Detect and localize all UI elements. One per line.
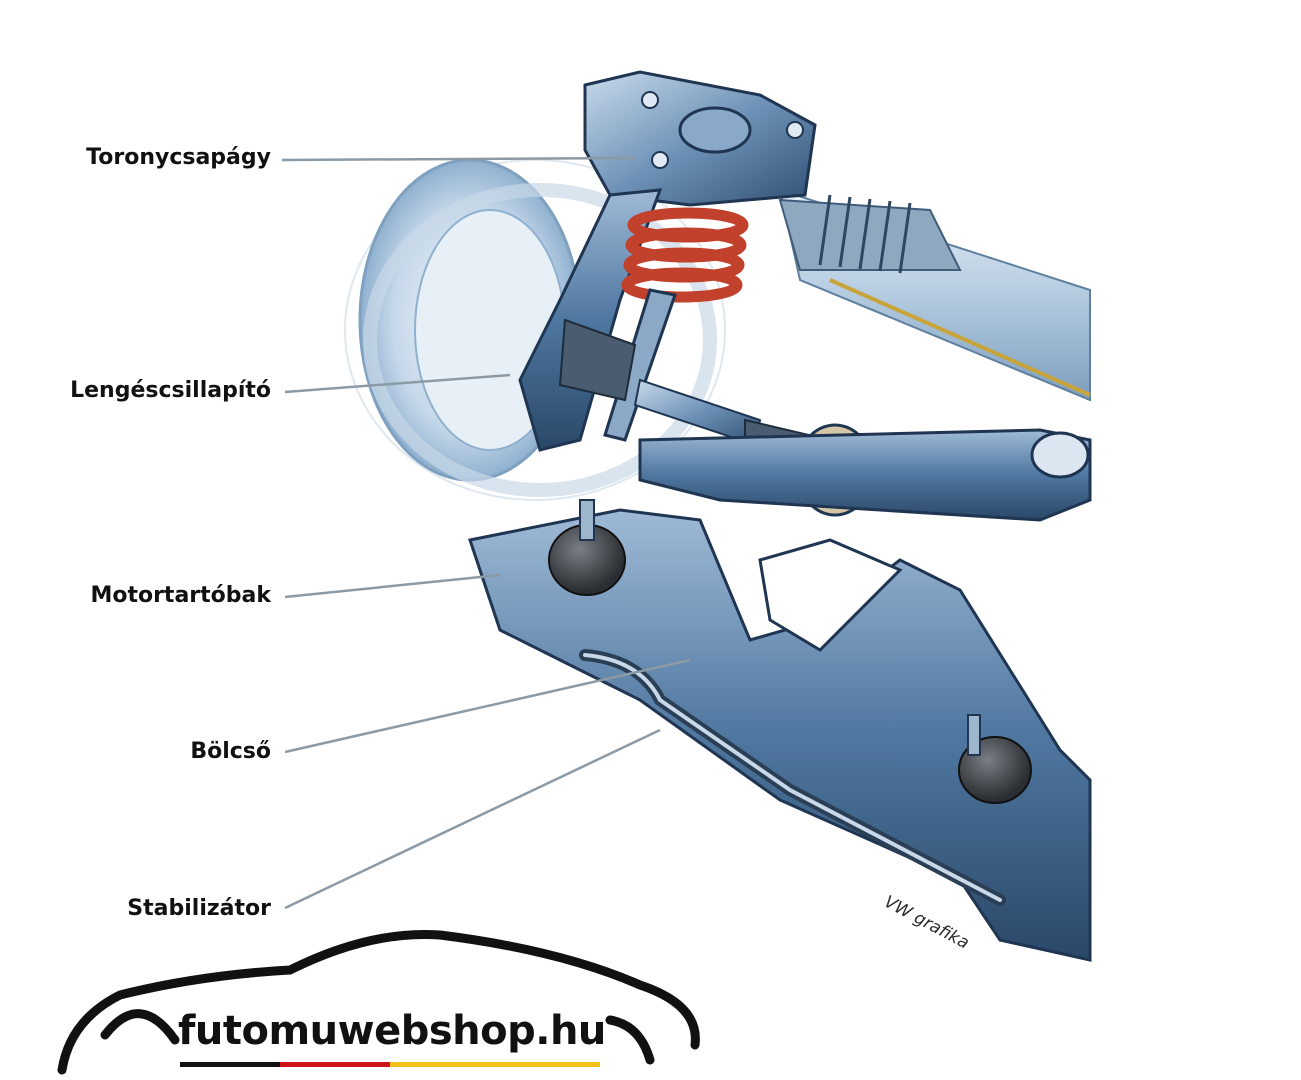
steering-knuckle (518, 188, 663, 452)
coil-spring (621, 207, 749, 303)
label-stabilizator: Stabilizátor (127, 896, 271, 921)
lower-control-arm (468, 508, 1092, 962)
label-lengescsillapito: Lengéscsillapító (70, 378, 271, 403)
logo-stripe (180, 1062, 600, 1067)
label-motortartobak: Motortartóbak (90, 583, 271, 608)
brand-logo-text: futomuwebshop.hu (178, 1008, 606, 1054)
leader-line-bolcso (284, 658, 691, 754)
stabilizer-bar (579, 649, 1006, 906)
engine-mount (548, 499, 1032, 804)
logo-car-silhouette (57, 929, 700, 1075)
steering-rack (778, 188, 1091, 402)
label-bolcso: Bölcső (190, 739, 271, 764)
leader-line-stabilizator (284, 728, 661, 910)
leader-line-lengescsillapito (284, 373, 511, 394)
subframe-rear (638, 428, 1092, 522)
leader-line-toronycsapagy (281, 156, 636, 162)
strut-top-mount (583, 70, 817, 207)
label-toronycsapagy: Toronycsapágy (86, 145, 271, 170)
leader-lines (281, 156, 691, 910)
leader-line-motortartobak (284, 573, 501, 599)
